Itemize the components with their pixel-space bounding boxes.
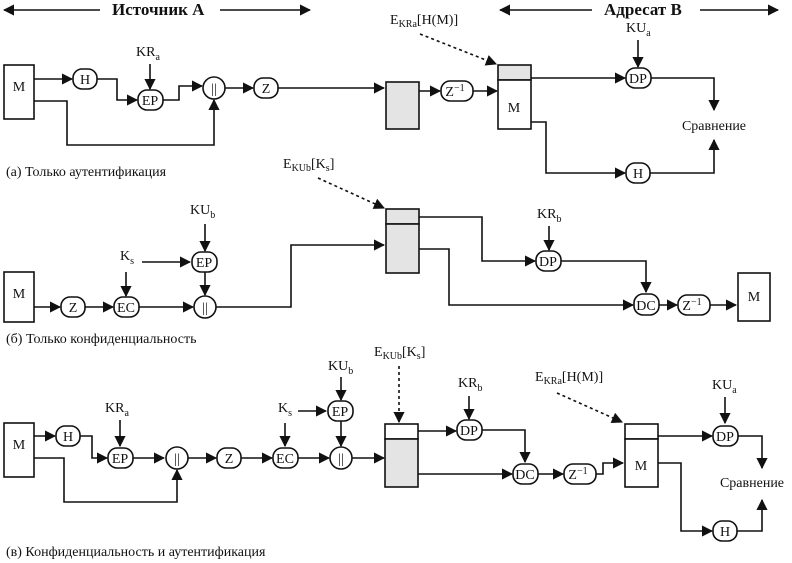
received-message-box [497,79,532,130]
key-ks-label: Ks [120,249,134,267]
transmitted-packet [385,81,420,130]
message-label: M [13,287,26,302]
packet-annotation-1: EKUb[Ks] [374,345,425,362]
compress-label: Z [225,452,234,467]
caption-b: (б) Только конфиденциальность [6,332,196,347]
message-box [3,271,35,323]
caption-c: (в) Конфиденциальность и аутентификация [6,545,266,560]
dp-label: DP [539,255,557,270]
received-message-box [624,438,659,488]
encrypted-key-section [385,208,420,225]
header-source: Источник A [2,0,312,19]
key-kra-label: KRa [105,401,129,419]
diagram-confidentiality-only: M Z Ks EC KUb EP || EKUb[Ks] KRb DP DC [3,157,771,347]
ep2-label: EP [332,405,349,420]
encrypted-message-section [385,223,420,274]
source-label: Источник A [112,0,205,19]
received-message-label: M [508,101,521,116]
ep1-label: EP [112,452,129,467]
message-box [3,422,35,478]
compress-label: Z [262,82,271,97]
hash-receiver-label: H [720,525,730,540]
key-ks-label: Ks [278,401,292,419]
dp-label: DP [629,72,647,87]
concat1-label: || [174,452,180,467]
key-kub-label: KUb [328,359,353,377]
decompress-label: Z−1 [568,466,587,483]
packet-annotation: EKRa[H(M)] [390,13,458,30]
key-kra-label: KRa [136,45,160,63]
dc-label: DC [515,468,534,483]
compare-label: Сравнение [682,119,746,134]
signature-section [624,423,659,440]
message-label: M [13,438,26,453]
key-kua-label: KUa [712,378,737,396]
compress-label: Z [69,301,78,316]
ep-label: EP [142,94,159,109]
packet-annotation-2: EKRa[H(M)] [535,370,603,387]
ec-label: EC [117,301,135,316]
hash-receiver-label: H [633,167,643,182]
key-krb-label: KRb [537,207,561,225]
concat2-label: || [338,452,344,467]
received-message-label: M [635,459,648,474]
ec-label: EC [276,452,294,467]
compare-label: Сравнение [720,476,784,491]
diagram-confidentiality-and-authentication: M H KRa EP || Z Ks EC KUb EP || EKUb[Ks] [3,345,784,560]
diagram-authentication-only: M H KRa EP || Z Z−1 EKRa[H(M)] M KUa DP [3,13,746,184]
concat-label: || [202,301,208,316]
concat-label: || [211,82,217,97]
dp1-label: DP [460,424,478,439]
key-kua-label: KUa [626,21,651,39]
output-message-box [737,272,771,322]
ep-label: EP [196,256,213,271]
encrypted-message-section [384,438,419,488]
encrypted-key-section [384,423,419,440]
dest-label: Адресат B [604,0,682,19]
message-box [3,64,35,120]
hash-label: H [63,430,73,445]
message-label: M [13,80,26,95]
key-kub-label: KUb [190,203,215,221]
packet-annotation: EKUb[Ks] [283,157,334,174]
signature-section [497,64,532,81]
hash-label: H [80,73,90,88]
dc-label: DC [636,299,655,314]
caption-a: (а) Только аутентификация [6,165,167,180]
decompress-label: Z−1 [445,83,464,100]
dp2-label: DP [716,430,734,445]
key-krb-label: KRb [458,376,482,394]
decompress-label: Z−1 [682,297,701,314]
header-destination: Адресат B [498,0,780,19]
output-message-label: M [748,290,761,305]
